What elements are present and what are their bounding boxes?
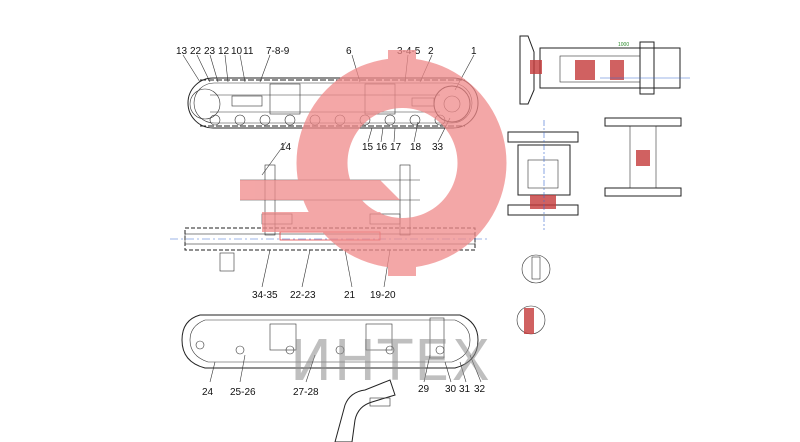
- callout-30: 30: [445, 384, 457, 395]
- callout-13: 13: [176, 46, 188, 57]
- callout-15: 15: [362, 142, 374, 153]
- callout-12: 12: [218, 46, 230, 57]
- callout-14: 14: [280, 142, 292, 153]
- callout-34-35: 34-35: [252, 290, 278, 301]
- section-view-top-right: 1000: [519, 35, 690, 105]
- intech-watermark-logo: [240, 50, 507, 276]
- callout-1: 1: [471, 46, 477, 57]
- callout-25-26: 25-26: [230, 387, 256, 398]
- callout-11: 11: [243, 46, 254, 57]
- callout-18: 18: [410, 142, 422, 153]
- leader-lines-bottom: [209, 354, 482, 383]
- callout-22-23: 22-23: [290, 290, 316, 301]
- section-view-mid-right: [507, 120, 579, 230]
- callout-33: 33: [432, 142, 444, 153]
- callout-21: 21: [344, 290, 356, 301]
- callout-31: 31: [459, 384, 471, 395]
- callout-19-20: 19-20: [370, 290, 396, 301]
- callout-27-28: 27-28: [293, 387, 319, 398]
- track-detail-partial: [334, 379, 396, 442]
- callout-7-8-9: 7-8-9: [266, 46, 290, 57]
- callout-17: 17: [390, 142, 402, 153]
- callout-22: 22: [190, 46, 202, 57]
- callout-23: 23: [204, 46, 216, 57]
- svg-text:1000: 1000: [618, 42, 629, 48]
- callout-29: 29: [418, 384, 430, 395]
- detail-pin-2: [516, 305, 546, 335]
- callout-32: 32: [474, 384, 486, 395]
- section-view-h-right: [604, 117, 682, 197]
- callout-6: 6: [346, 46, 352, 57]
- callout-24: 24: [202, 387, 214, 398]
- idler-wheel: [189, 88, 221, 120]
- detail-pin-1: [521, 254, 551, 284]
- callout-16: 16: [376, 142, 388, 153]
- track-side-view-bottom: [181, 314, 479, 369]
- callout-10: 10: [231, 46, 243, 57]
- callout-2: 2: [428, 46, 434, 57]
- watermark-text: ИНТЕХ: [290, 329, 492, 394]
